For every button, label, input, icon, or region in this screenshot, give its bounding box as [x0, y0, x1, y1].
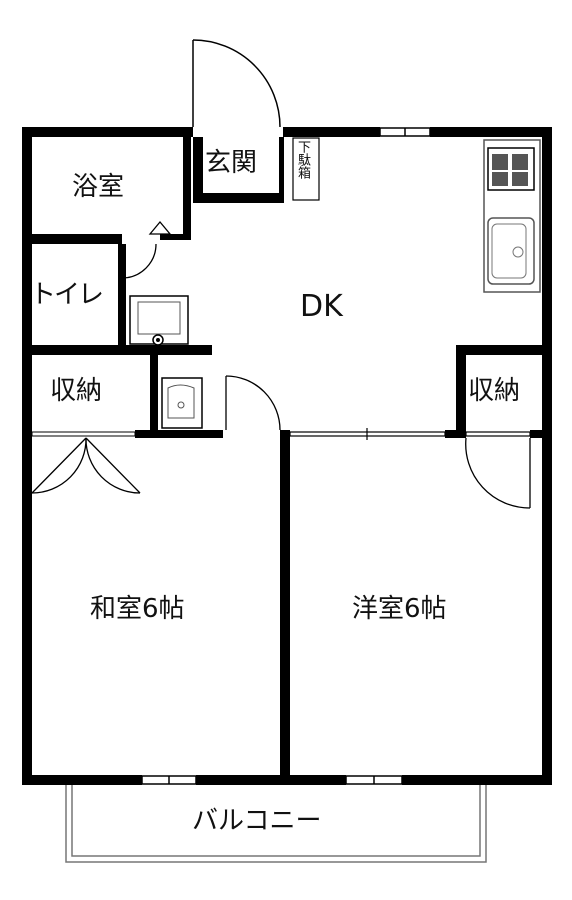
balcony-rail	[65, 785, 487, 863]
washroom-door	[225, 375, 281, 431]
closet-door-right	[465, 437, 531, 509]
room-label-toilet: トイレ	[30, 280, 104, 310]
shoe-box	[292, 137, 320, 201]
room-label-japanese-room: 和室6帖	[90, 594, 185, 624]
storage-left-frame	[31, 431, 136, 437]
room-label-bath: 浴室	[72, 172, 125, 202]
windows	[141, 127, 431, 785]
toilet-fixture	[129, 295, 189, 346]
room-label-dk: DK	[300, 289, 343, 324]
outer-walls	[22, 127, 552, 785]
entrance-walls	[193, 137, 284, 203]
closet-doors-left	[31, 437, 141, 494]
bath-door	[121, 220, 172, 279]
washbasin	[161, 377, 203, 429]
room-label-storage-right: 収納	[468, 376, 521, 406]
room-label-entrance: 玄関	[205, 148, 258, 178]
room-label-balcony: バルコニー	[192, 806, 322, 836]
room-label-western-room: 洋室6帖	[352, 594, 447, 624]
toilet-walls	[22, 244, 212, 355]
kitchen-counter	[483, 139, 541, 293]
left-storage-walls	[22, 355, 223, 438]
interior-walls	[280, 345, 542, 785]
bath-walls	[22, 137, 191, 244]
entry-door	[192, 39, 281, 128]
room-label-shoe-box: 下駄箱	[295, 140, 310, 179]
room-label-storage-left: 収納	[50, 376, 103, 406]
sliding-doors	[289, 428, 531, 440]
